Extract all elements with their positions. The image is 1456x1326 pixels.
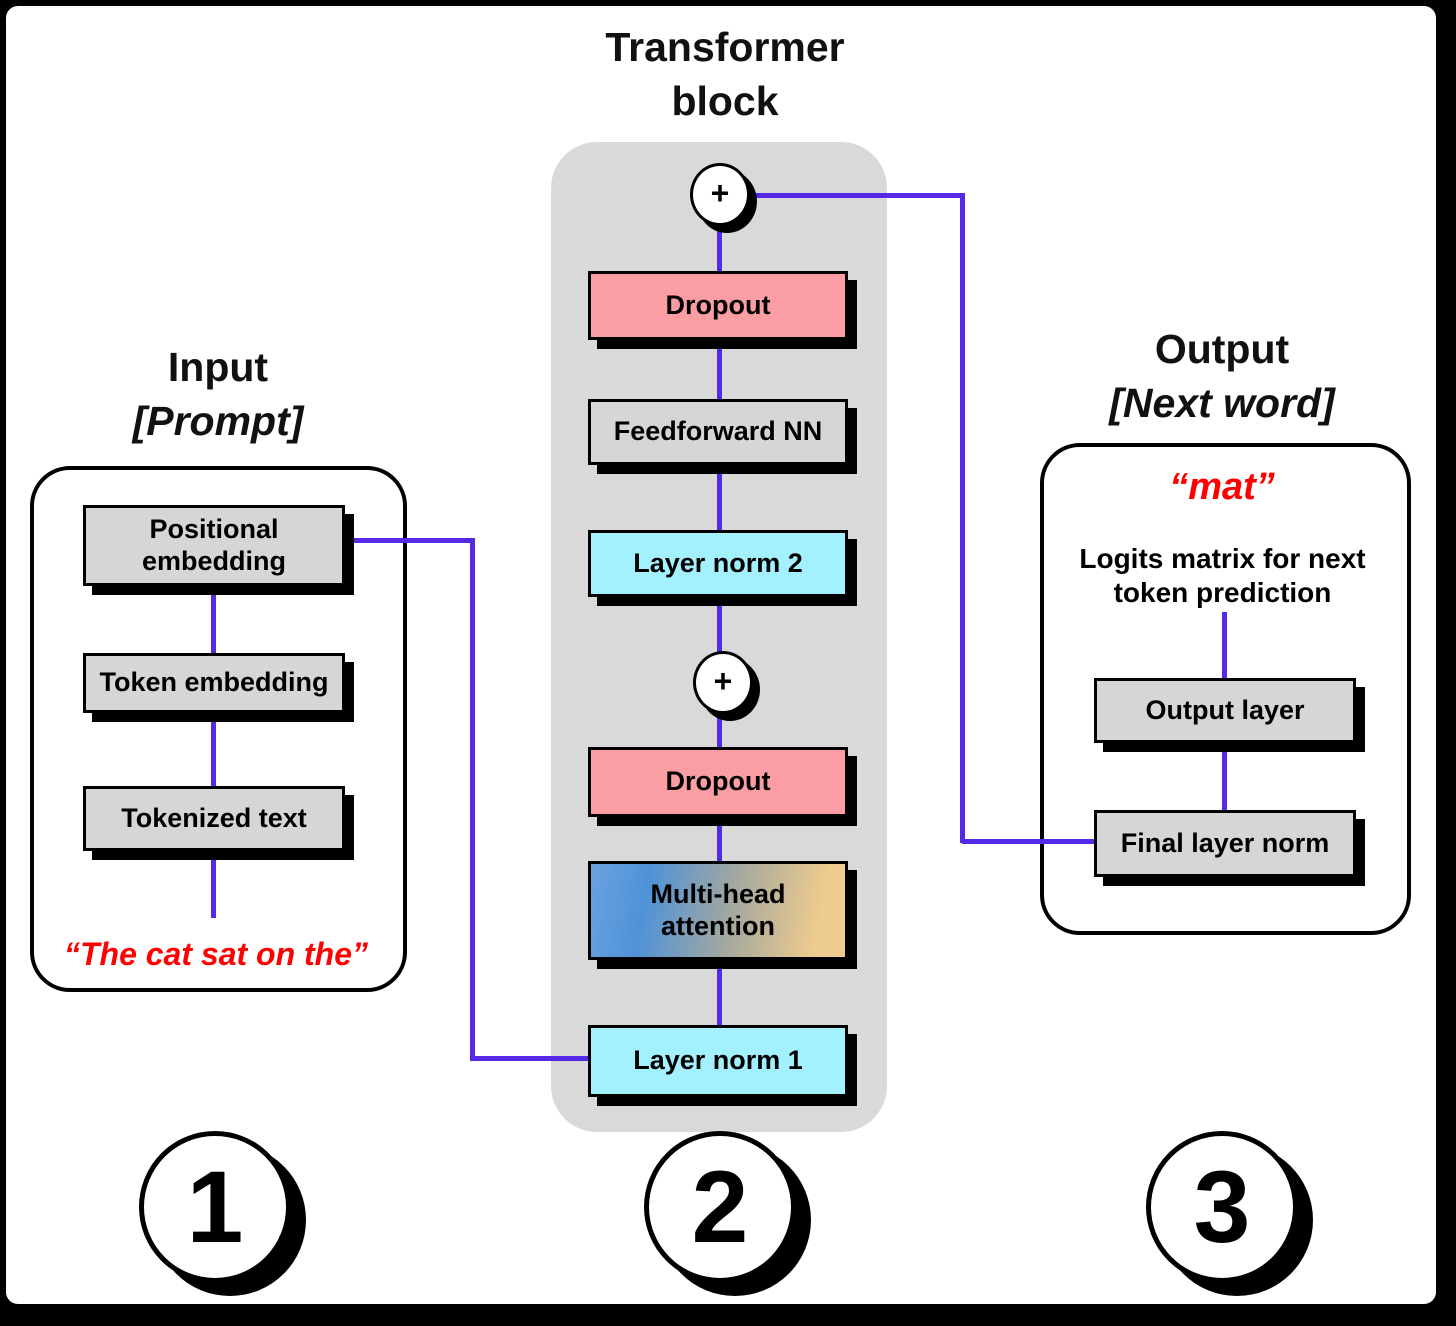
connector-residual-vertical	[960, 193, 965, 843]
step-3-number: 3	[1193, 1149, 1251, 1264]
plus-sign: +	[713, 662, 733, 699]
logits-matrix-label: Logits matrix for next token prediction	[1079, 543, 1366, 609]
plus-sign: +	[710, 174, 730, 211]
transformer-title-line2: block	[671, 78, 779, 125]
final-layer-norm-box: Final layer norm	[1094, 810, 1356, 877]
output-title: Output [Next word]	[1072, 322, 1372, 430]
layer-norm-2-box: Layer norm 2	[588, 530, 848, 597]
dropout-box-top: Dropout	[588, 271, 848, 340]
step-1-number: 1	[186, 1149, 244, 1264]
predicted-word-text: “mat”	[1169, 466, 1275, 508]
step-3-badge: 3	[1146, 1131, 1298, 1283]
input-title: Input [Prompt]	[68, 340, 368, 448]
feedforward-nn-label: Feedforward NN	[613, 416, 823, 447]
output-layer-box: Output layer	[1094, 678, 1356, 743]
connector-into-final-layernorm	[962, 839, 1096, 844]
positional-embedding-box: Positional embedding	[83, 505, 345, 586]
dropout-bottom-label: Dropout	[665, 766, 771, 797]
positional-embedding-label: Positional embedding	[141, 514, 286, 576]
connector-into-layernorm1	[470, 1056, 590, 1061]
step-1-badge: 1	[139, 1131, 291, 1283]
connector-residual-horizontal-top	[750, 193, 965, 198]
final-layer-norm-label: Final layer norm	[1120, 827, 1330, 858]
transformer-block-title: Transformer block	[545, 20, 905, 128]
connector-input-vertical	[211, 545, 216, 918]
input-title-line2: [Prompt]	[132, 398, 304, 445]
step-2-number: 2	[691, 1149, 749, 1264]
step-2-badge: 2	[644, 1131, 796, 1283]
output-title-line1: Output	[1154, 326, 1290, 372]
residual-add-middle-icon: +	[693, 651, 753, 714]
feedforward-nn-box: Feedforward NN	[588, 399, 848, 465]
prompt-text: “The cat sat on the”	[63, 936, 369, 972]
token-embedding-label: Token embedding	[99, 667, 329, 698]
input-title-line1: Input	[167, 344, 269, 390]
connector-posemb-horizontal	[345, 538, 475, 543]
output-layer-label: Output layer	[1145, 694, 1305, 725]
multi-head-attention-label: Multi-head attention	[650, 879, 786, 941]
residual-add-top-icon: +	[690, 163, 750, 226]
multi-head-attention-box: Multi-head attention	[588, 861, 848, 960]
tokenized-text-box: Tokenized text	[83, 786, 345, 851]
connector-posemb-vertical	[470, 538, 475, 1061]
tokenized-text-label: Tokenized text	[121, 802, 307, 833]
dropout-box-bottom: Dropout	[588, 747, 848, 817]
layer-norm-1-box: Layer norm 1	[588, 1025, 848, 1097]
token-embedding-box: Token embedding	[83, 653, 345, 713]
connector-transformer-spine	[717, 195, 722, 1040]
output-title-line2: [Next word]	[1109, 380, 1335, 427]
layer-norm-1-label: Layer norm 1	[633, 1045, 803, 1076]
dropout-top-label: Dropout	[665, 289, 771, 320]
layer-norm-2-label: Layer norm 2	[633, 547, 803, 578]
transformer-title-line1: Transformer	[605, 24, 845, 70]
